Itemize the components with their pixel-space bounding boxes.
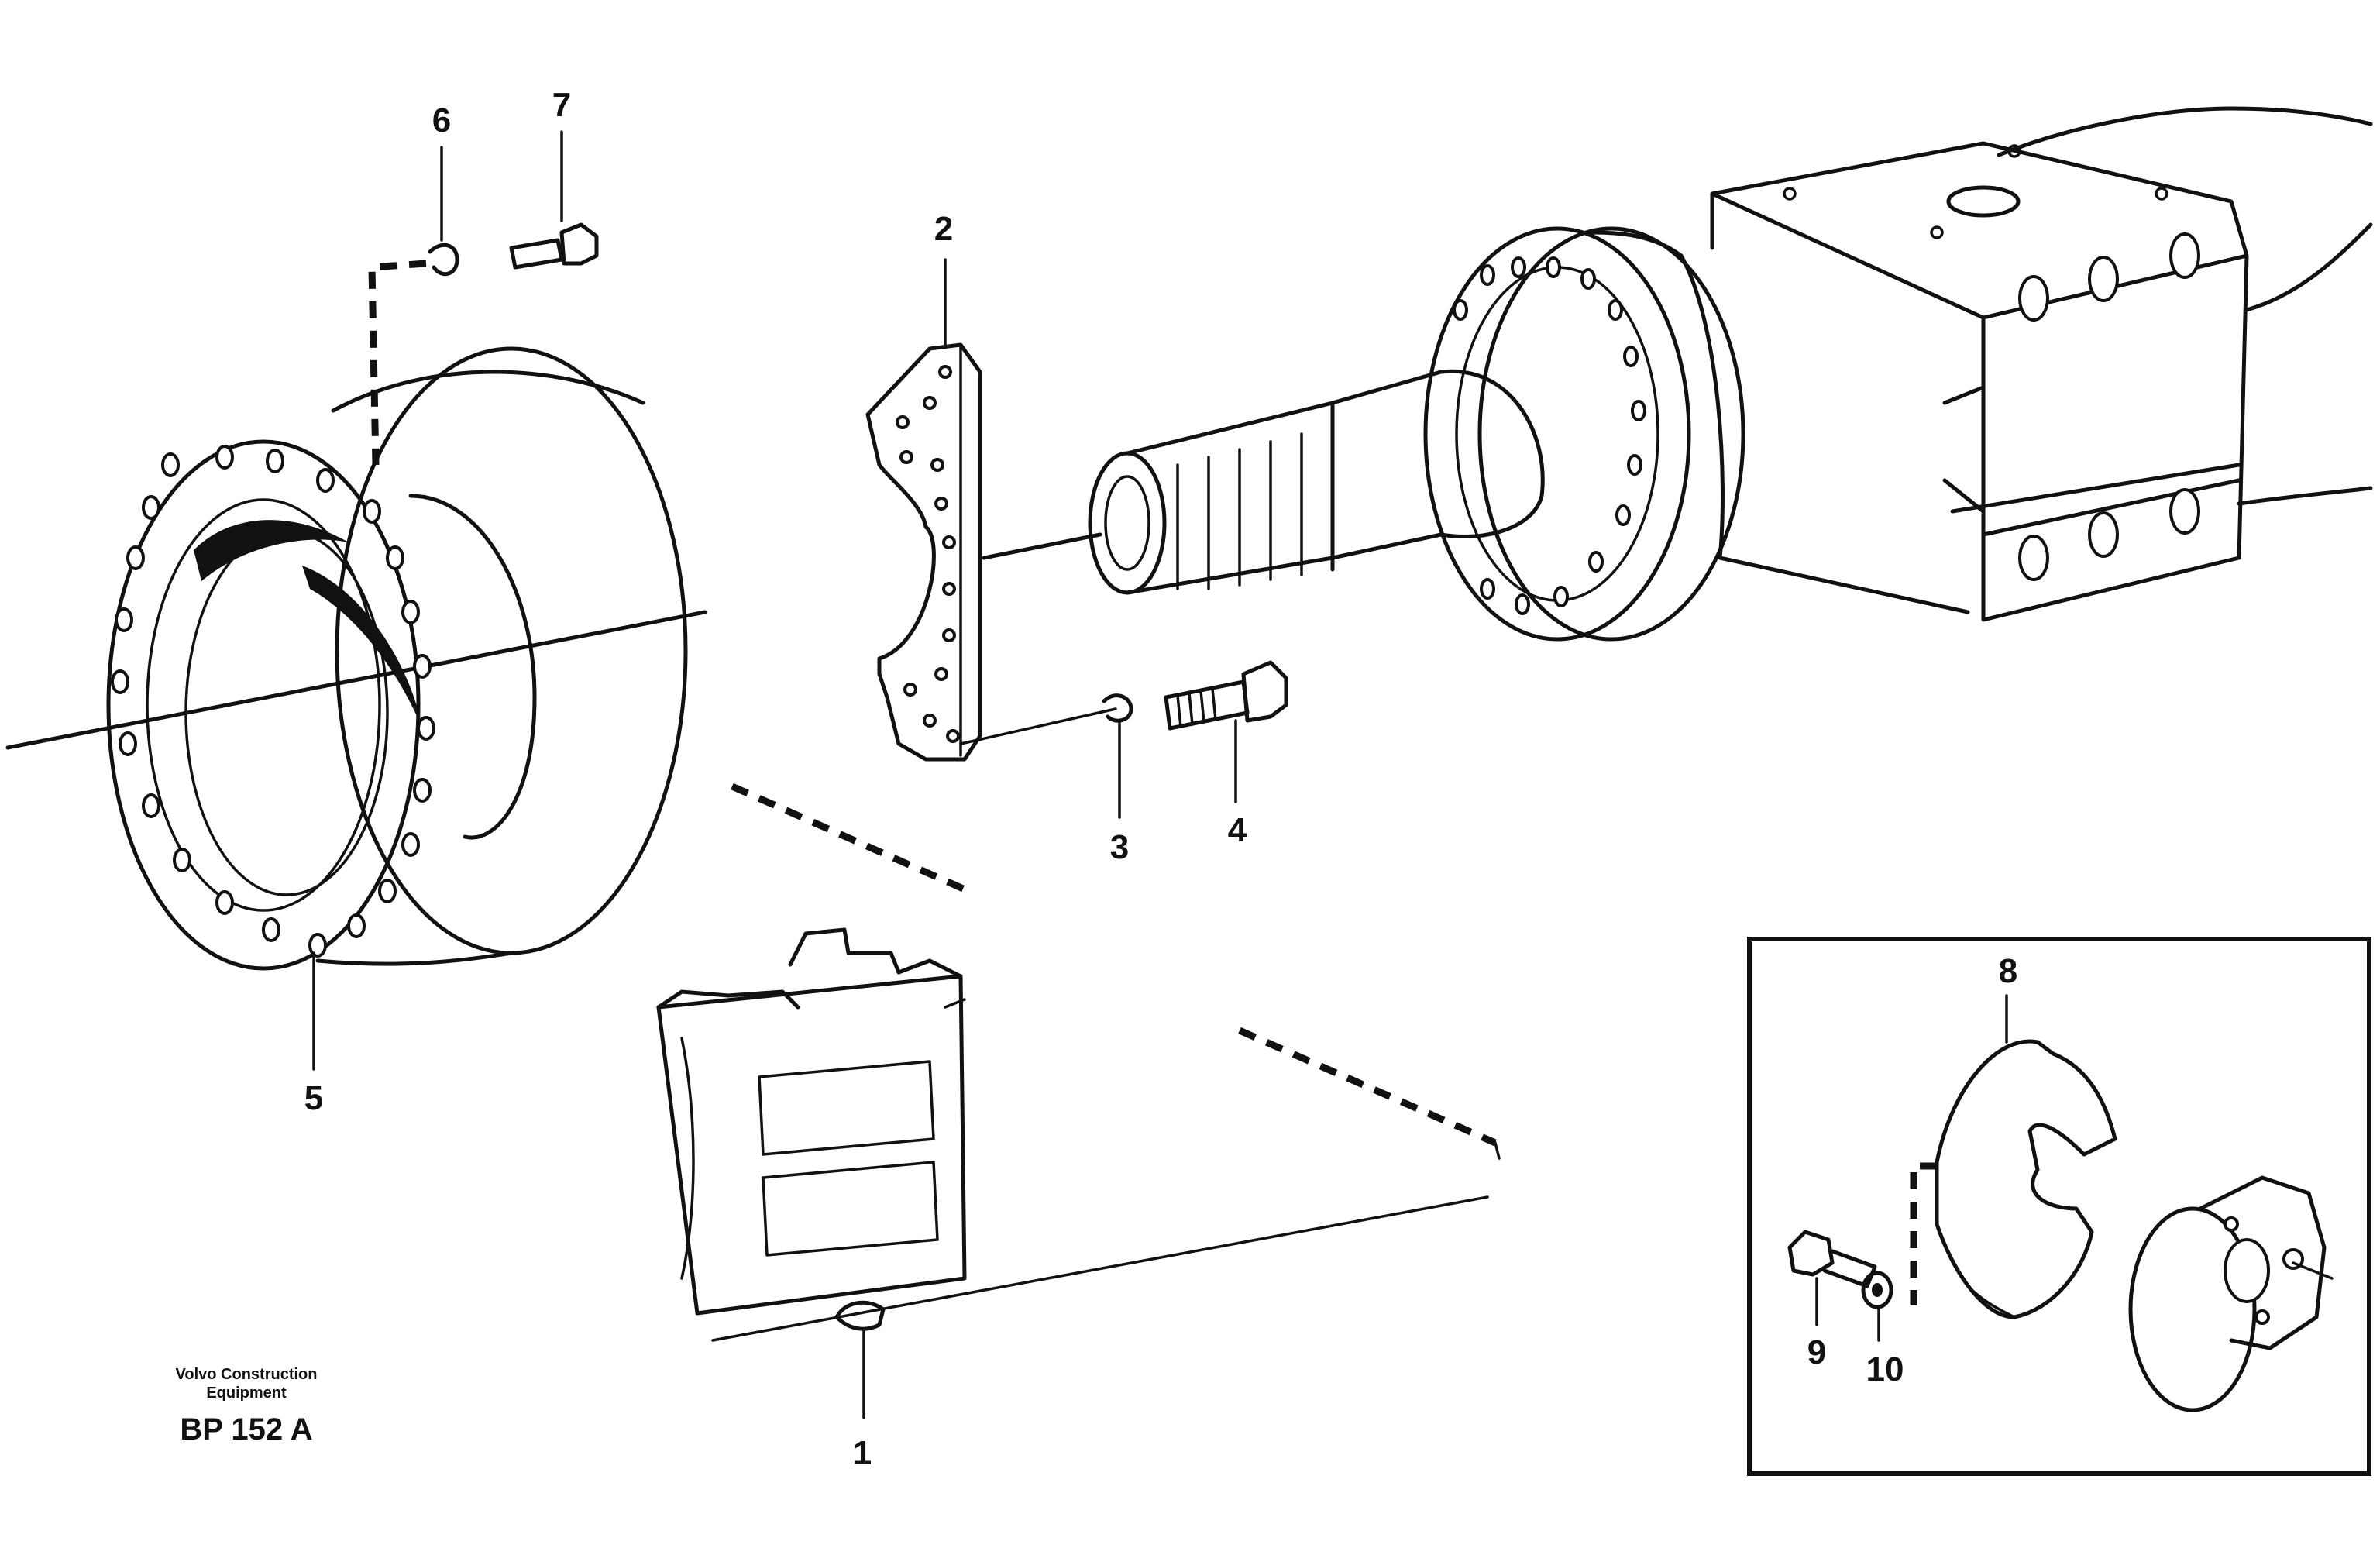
- center-axis-line-mid: [982, 532, 1102, 560]
- housing-bolt-holes-upper: [2018, 232, 2200, 322]
- brake-caliper: [656, 927, 967, 1331]
- small-washer: [428, 243, 459, 277]
- hub-flange: [1423, 226, 1745, 642]
- callout-5: 5: [304, 1079, 323, 1117]
- assembly-path-caliper-lower: [1238, 1027, 1497, 1147]
- hex-bolt: [1164, 660, 1288, 731]
- callout-1: 1: [853, 1434, 872, 1472]
- callout-2: 2: [934, 210, 953, 248]
- assembly-path-caliper-lower-tail: [1494, 1141, 1501, 1160]
- housing-bolt-holes-lower: [2018, 488, 2200, 581]
- assembly-path-6: [368, 260, 427, 466]
- shim-plate-holes: [896, 365, 960, 743]
- bolt-axis-line: [959, 707, 1117, 745]
- callout-6: 6: [432, 101, 451, 139]
- callout-4: 4: [1228, 811, 1247, 849]
- brake-shield: [1935, 1039, 2117, 1319]
- caption-maker-line2: Equipment: [206, 1385, 287, 1402]
- callout-3: 3: [1110, 828, 1129, 866]
- callout-8: 8: [1999, 952, 2017, 990]
- inset-panel: [1747, 937, 2371, 1476]
- center-axis-line: [5, 610, 707, 750]
- assembly-path-caliper-upper: [731, 783, 970, 895]
- assembly-path-inset: [1910, 1162, 1937, 1305]
- inset-washer: [1861, 1271, 1893, 1309]
- caption-maker-line1: Volvo Construction: [176, 1366, 318, 1383]
- shim-plate: [865, 342, 982, 762]
- brake-disc-bolt-holes: [111, 445, 435, 958]
- lower-axis-line: [711, 1195, 1489, 1342]
- small-bolt: [509, 222, 599, 270]
- axle-housing: [1586, 106, 2373, 622]
- callout-7: 7: [552, 86, 571, 124]
- callout-9: 9: [1807, 1333, 1826, 1371]
- inset-bolt: [1787, 1230, 1877, 1288]
- leader-lines: [312, 130, 2008, 1419]
- caliper-mount-disc: [2128, 1175, 2334, 1412]
- callout-10: 10: [1866, 1350, 1904, 1388]
- caption-code: BP 152 A: [180, 1412, 312, 1447]
- brake-disc: [106, 346, 688, 971]
- hub-flange-bolt-holes: [1453, 256, 1646, 615]
- splined-shaft: [1088, 369, 1545, 595]
- lock-washer: [1102, 693, 1133, 723]
